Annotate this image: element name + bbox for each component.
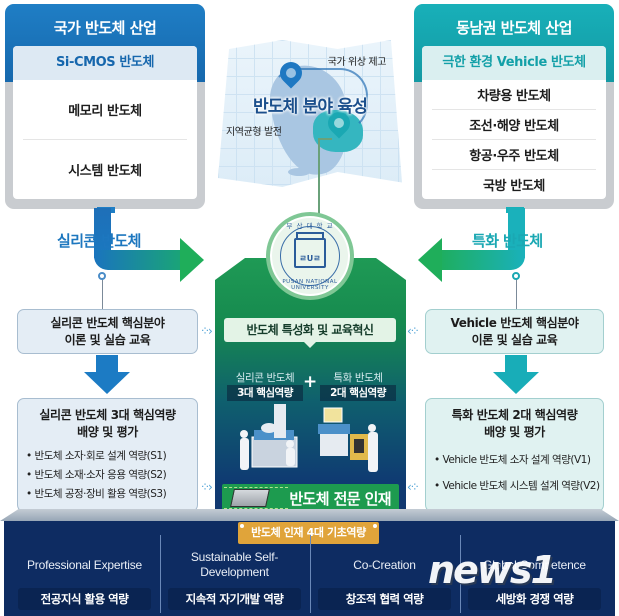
seal-ring — [280, 226, 340, 286]
list-item: 차량용 반도체 — [432, 80, 596, 110]
list-item: 반도체 공정·장비 활용 역량(S3) — [26, 485, 197, 504]
foundation-column-expertise: Professional Expertise 전공지식 활용 역량 — [12, 548, 157, 612]
list-item: 반도체 소자·회로 설계 역량(S1) — [26, 447, 197, 466]
specialized-comp-label: 특화 반도체 — [333, 372, 383, 384]
dotted-arrow-icon: ‹⁘ — [407, 480, 420, 494]
panel-subtitle: 극한 환경 Vehicle 반도체 — [422, 46, 606, 80]
silicon-flow-pipe — [94, 208, 111, 258]
silicon-flow-label: 실리콘 반도체 — [57, 232, 141, 250]
column-korean-label: 전공지식 활용 역량 — [18, 588, 151, 610]
silicon-comp-tag: 3대 핵심역량 — [227, 385, 303, 401]
panel-card: Si-CMOS 반도체 메모리 반도체 시스템 반도체 — [13, 46, 197, 199]
chip-icon — [230, 489, 270, 507]
box-title-line: 배양 및 평가 — [77, 425, 138, 439]
list-item: 항공·우주 반도체 — [432, 140, 596, 170]
arrow-down-icon — [505, 355, 527, 373]
jeju-island-shape — [288, 168, 310, 176]
map-label-top: 국가 위상 제고 — [327, 57, 387, 68]
korea-map: 국가 위상 제고 반도체 분야 육성 지역균형 발전 — [218, 40, 402, 187]
specialized-comp-tag: 2대 핵심역량 — [320, 385, 396, 401]
node-dot-icon — [98, 272, 106, 280]
panel-list: 메모리 반도체 시스템 반도체 — [13, 80, 197, 199]
column-divider — [160, 535, 161, 613]
connector-line — [102, 278, 103, 309]
node-dot-icon — [512, 272, 520, 280]
silicon-competency-box: 실리콘 반도체 3대 핵심역량 배양 및 평가 반도체 소자·회로 설계 역량(… — [17, 398, 198, 512]
box-title-line: 특화 반도체 2대 핵심역량 — [451, 408, 578, 422]
column-korean-label: 지속적 자기개발 역량 — [168, 588, 301, 610]
competency-list: Vehicle 반도체 소자 설계 역량(V1) Vehicle 반도체 시스템… — [426, 447, 603, 499]
list-item: Vehicle 반도체 소자 설계 역량(V1) — [434, 447, 603, 473]
connector-line — [318, 138, 320, 228]
column-divider — [460, 535, 461, 613]
arrow-down-icon — [493, 372, 539, 394]
list-item: 조선·해양 반도체 — [432, 110, 596, 140]
cycle-arrow-icon — [270, 68, 368, 132]
panel-subtitle: Si-CMOS 반도체 — [13, 46, 197, 80]
competency-list: 반도체 소자·회로 설계 역량(S1) 반도체 소재·소자 응용 역량(S2) … — [18, 447, 197, 504]
specialized-flow-pipe — [436, 250, 525, 270]
panel-title: 동남권 반도체 산업 — [456, 19, 572, 37]
news1-watermark-logo: news1 — [428, 548, 557, 592]
column-korean-label: 세방화 경쟁 역량 — [468, 588, 601, 610]
specialized-flow-pipe — [508, 208, 525, 258]
foundation-column-self-development: Sustainable Self-Development 지속적 자기개발 역량 — [162, 548, 307, 612]
box-title-line: 배양 및 평가 — [484, 425, 545, 439]
circuit-trace-icon — [224, 487, 288, 509]
foundation-top-edge — [0, 509, 619, 521]
connector-line — [318, 138, 332, 140]
list-item: 메모리 반도체 — [23, 80, 187, 140]
seal-emblem-icon: ㄹUㄹ — [294, 238, 326, 268]
box-line: 이론 및 실습 교육 — [471, 332, 558, 347]
column-english-label: Global Competence — [483, 557, 586, 572]
dotted-arrow-icon: ‹⁘ — [407, 324, 420, 338]
foundation-badge: 반도체 인재 4대 기초역량 — [238, 522, 379, 544]
list-item: 국방 반도체 — [483, 179, 545, 194]
silicon-flow-pipe — [94, 250, 186, 270]
map-title: 반도체 분야 육성 — [252, 97, 368, 117]
specialized-competency-box: 특화 반도체 2대 핵심역량 배양 및 평가 Vehicle 반도체 소자 설계… — [425, 398, 604, 512]
panel-card: 극한 환경 Vehicle 반도체 차량용 반도체 조선·해양 반도체 항공·우… — [422, 46, 606, 199]
university-seal: 부 산 대 학 교 ㄹUㄹ PUSAN NATIONAL UNIVERSITY — [266, 212, 354, 300]
panel-list: 차량용 반도체 조선·해양 반도체 항공·우주 반도체 국방 반도체 — [422, 80, 606, 199]
box-line: 실리콘 반도체 핵심분야 — [50, 315, 165, 330]
box-line: Vehicle 반도체 핵심분야 — [450, 315, 579, 330]
dotted-arrow-icon: ⁘› — [200, 324, 213, 338]
box-line: 이론 및 실습 교육 — [64, 332, 151, 347]
silicon-comp-label: 실리콘 반도체 — [235, 372, 295, 384]
vehicle-education-box: Vehicle 반도체 핵심분야 이론 및 실습 교육 — [425, 309, 604, 354]
column-english-label: Professional Expertise — [27, 557, 142, 572]
column-english-label: Co-Creation — [353, 557, 416, 572]
arrow-down-icon — [84, 372, 130, 394]
foundation-column-global: Global Competence 세방화 경쟁 역량 — [462, 548, 607, 612]
southeast-industry-panel: 동남권 반도체 산업 극한 환경 Vehicle 반도체 차량용 반도체 조선·… — [414, 4, 614, 213]
list-item: Vehicle 반도체 시스템 설계 역량(V2) — [434, 473, 603, 499]
arrow-down-icon — [96, 355, 118, 373]
column-korean-label: 창조적 협력 역량 — [318, 588, 451, 610]
center-banner: 반도체 특성화 및 교육혁신 — [224, 318, 396, 348]
silicon-education-box: 실리콘 반도체 핵심분야 이론 및 실습 교육 — [17, 309, 198, 354]
arrow-right-icon — [180, 238, 204, 282]
national-industry-panel: 국가 반도체 산업 Si-CMOS 반도체 메모리 반도체 시스템 반도체 — [5, 4, 205, 213]
column-divider — [310, 535, 311, 613]
panel-title: 국가 반도체 산업 — [53, 19, 157, 37]
cleanroom-workers-illustration — [240, 404, 378, 472]
seal-crown-icon — [296, 232, 324, 240]
seal-bottom-text: PUSAN NATIONAL UNIVERSITY — [282, 279, 338, 291]
list-item: 반도체 소재·소자 응용 역량(S2) — [26, 466, 197, 485]
seal-top-text: 부 산 대 학 교 — [286, 222, 334, 230]
expert-talent-banner: 반도체 전문 인재 — [222, 484, 399, 512]
column-english-label: Sustainable Self-Development — [190, 550, 279, 579]
expert-talent-label: 반도체 전문 인재 — [289, 490, 391, 508]
arrow-left-icon — [418, 238, 442, 282]
connector-line — [516, 278, 517, 309]
specialized-flow-label: 특화 반도체 — [472, 232, 543, 250]
plus-icon: + — [303, 372, 318, 392]
dotted-arrow-icon: ⁘› — [200, 480, 213, 494]
map-label-left: 지역균형 발전 — [226, 127, 282, 138]
list-item: 시스템 반도체 — [68, 164, 142, 179]
box-title-line: 실리콘 반도체 3대 핵심역량 — [39, 408, 176, 422]
foundation-column-co-creation: Co-Creation 창조적 협력 역량 — [312, 548, 457, 612]
